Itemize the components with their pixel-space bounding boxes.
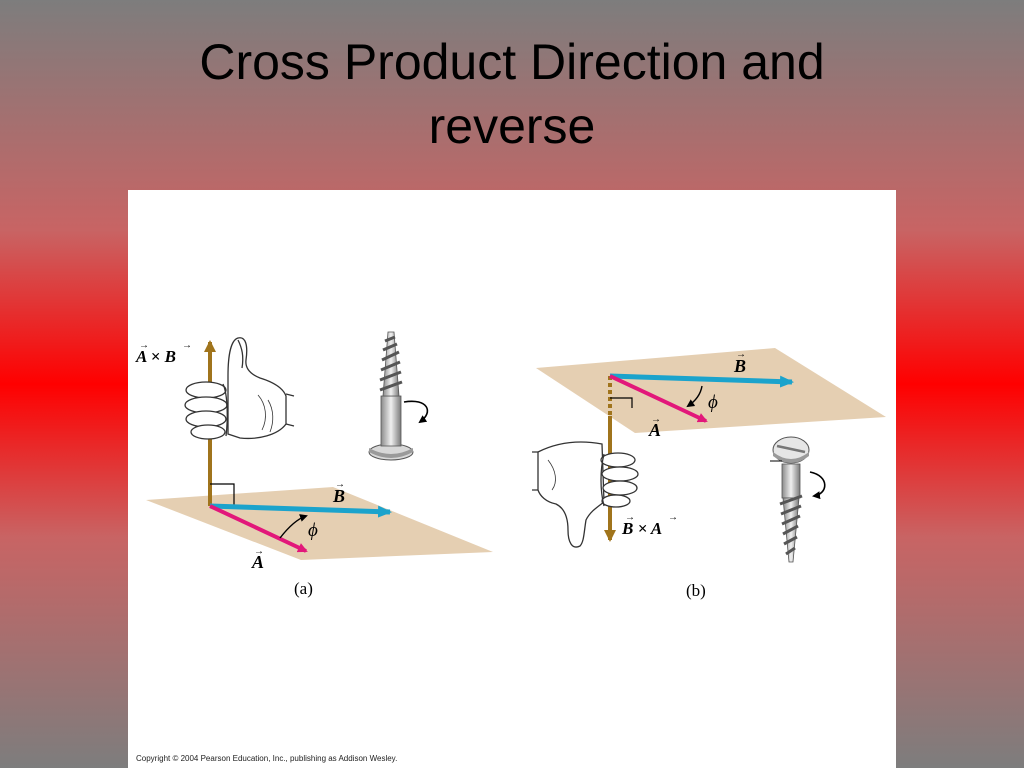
caption-b: (b) [686,581,706,600]
vector-b-a [209,503,392,518]
slide-title: Cross Product Direction and reverse [0,30,1024,158]
caption-a: (a) [294,579,313,598]
label-a-cross-b: A × B [135,347,176,366]
panel-b: B → ϕ A → B × A → → (b) [532,348,886,600]
arrow-over-a-b: → [651,414,661,425]
arrow-over-b-a: → [335,479,345,490]
right-hand-thumb-down-icon [532,441,639,548]
label-b-b: B [733,356,746,376]
vector-b-b [609,373,794,388]
screw-icon-b [770,436,826,563]
plane-a [146,487,493,560]
right-hand-thumb-up-icon [184,337,295,440]
angle-arc-a [279,514,308,539]
label-a-b: A [648,420,661,440]
arrow-over-a-cross-b-b: → [182,340,192,351]
label-b-cross-a: B × A [621,519,662,538]
panel-a: A × B → → B → ϕ A → (a) [135,331,493,598]
arrow-over-b-cross-a-b: → [625,512,635,523]
arrow-over-b-cross-a-a: → [668,512,678,523]
right-angle-marker-b [610,397,633,408]
label-b-a: B [332,486,345,506]
screw-icon-a [368,331,429,461]
vector-a-b [609,374,708,423]
slide-title-line-1: Cross Product Direction and [199,34,825,90]
label-a-a: A [251,552,264,572]
vector-a-a [209,504,308,553]
label-angle-a: ϕ [308,520,318,541]
arrow-over-a-cross-b-a: → [139,340,149,351]
label-angle-b: ϕ [708,392,718,413]
cross-product-figure: A × B → → B → ϕ A → (a) [128,190,896,768]
right-angle-marker-a [210,483,235,508]
arrow-over-a-a: → [254,546,264,557]
angle-arc-b [686,385,703,408]
slide-title-line-2: reverse [428,98,596,154]
arrow-over-b-b: → [736,349,746,360]
copyright-notice: Copyright © 2004 Pearson Education, Inc.… [136,754,398,763]
plane-b [536,348,886,433]
figure-svg: A × B → → B → ϕ A → (a) [135,331,886,600]
